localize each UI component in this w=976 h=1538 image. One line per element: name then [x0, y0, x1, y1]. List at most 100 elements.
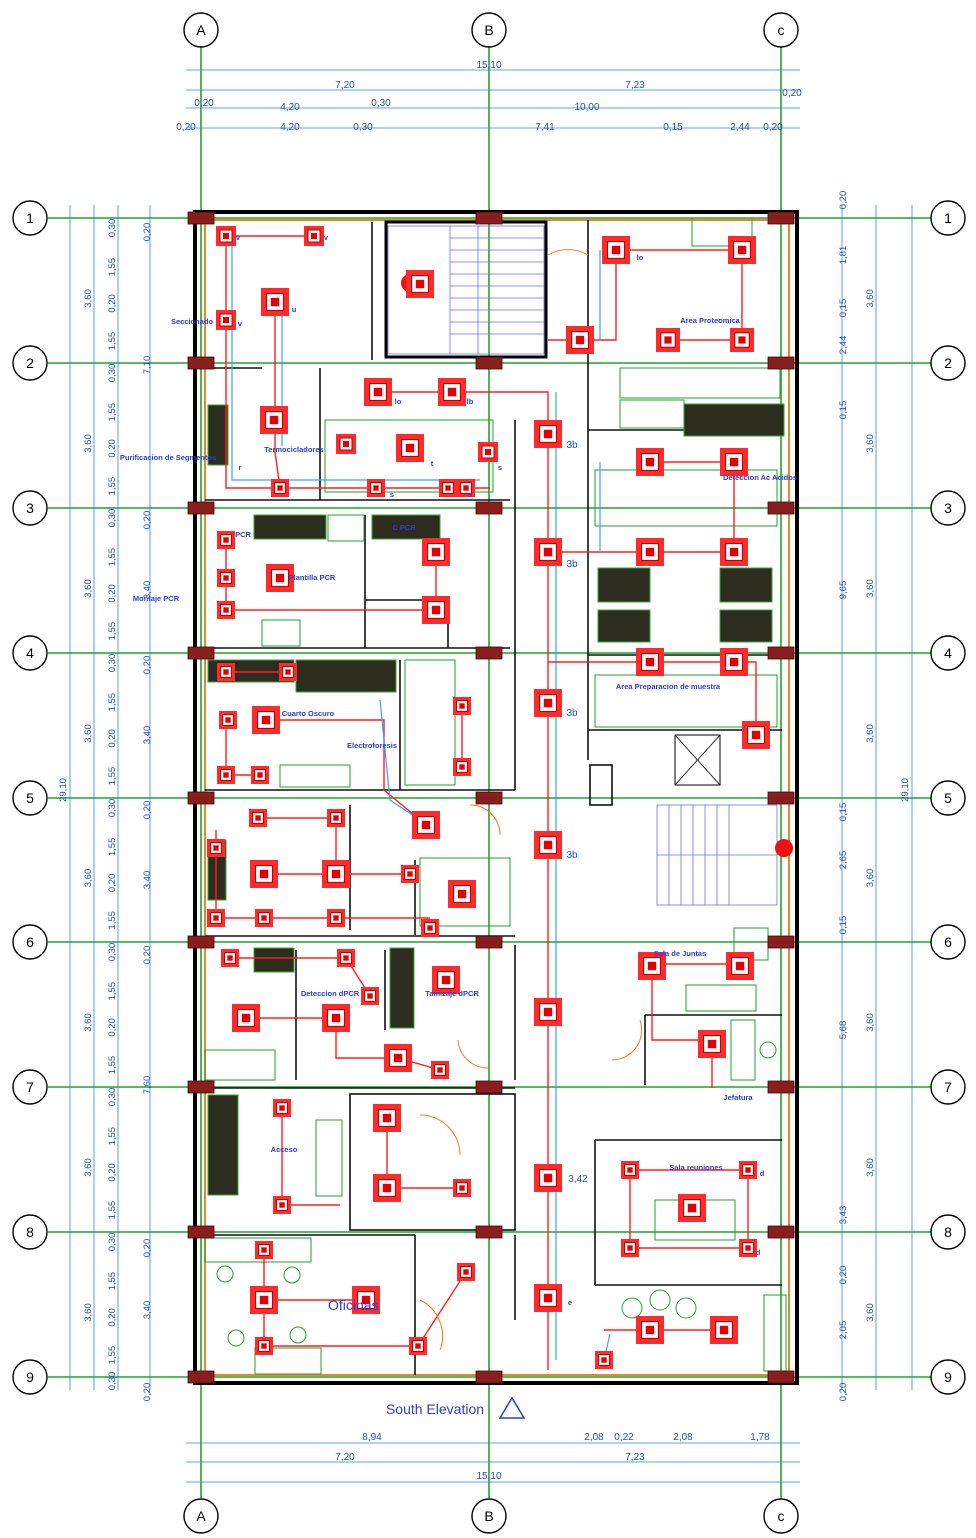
fixtures	[207, 226, 770, 1369]
dim-top-r3-2: 0,30	[371, 98, 391, 109]
dim-left-sub: 0,30	[107, 1372, 118, 1391]
grid-label-row-2-right: 2	[944, 355, 952, 371]
interior-walls	[205, 220, 782, 1375]
ceiling-outlet-icon	[361, 987, 379, 1005]
dim-left-sub: 0,20	[107, 729, 118, 748]
dim-right-bay: 3,60	[865, 434, 876, 453]
dim-left-sub: 0,30	[107, 509, 118, 528]
room-label-purificacion: Purificacion de Segmentos	[120, 453, 216, 462]
dim-right-inner: 0,20	[838, 1266, 849, 1285]
ceiling-outlet-icon	[364, 378, 392, 406]
dim-left-sub: 0,20	[107, 584, 118, 603]
ceiling-outlet-icon	[602, 236, 630, 264]
dim-left-bay: 3,60	[83, 579, 94, 598]
dim-left-sub: 0,30	[107, 219, 118, 238]
grid-label-row-5-left: 5	[26, 790, 34, 806]
ceiling-outlet-icon	[431, 1061, 449, 1079]
ceiling-outlet-icon	[457, 479, 475, 497]
grid-label-row-7-left: 7	[26, 1079, 34, 1095]
ceiling-outlet-icon	[266, 564, 294, 592]
dim-right-inner: 3,43	[838, 1206, 849, 1225]
ceiling-outlet-icon	[322, 860, 350, 888]
dim-top-r4-6: 0,20	[763, 122, 783, 133]
ceiling-outlet-icon	[260, 406, 288, 434]
ceiling-outlet-icon	[251, 766, 269, 784]
ceiling-outlet-icon	[698, 1030, 726, 1058]
ceiling-outlet-icon	[742, 721, 770, 749]
structural-column	[475, 356, 503, 370]
ceiling-outlet-icon	[217, 766, 235, 784]
ceiling-outlet-icon	[534, 831, 562, 859]
structural-column	[475, 211, 503, 225]
fixture-tag: lo	[395, 397, 402, 406]
dim-left-inner: 0,20	[142, 946, 153, 965]
ceiling-outlet-icon	[439, 479, 457, 497]
dim-left-sub: 1,55	[107, 548, 118, 567]
ceiling-outlet-icon	[636, 538, 664, 566]
dim-left-bay: 3,60	[83, 434, 94, 453]
fixture-tag: d	[756, 1248, 761, 1257]
dim-left-sub: 1,55	[107, 982, 118, 1001]
fixture-tags: v v v u lo lo lb t s s s r 3b 3b 3b 3b 3…	[236, 233, 765, 1307]
ceiling-outlet-icon	[384, 1044, 412, 1072]
dim-left-sub: 0,30	[107, 943, 118, 962]
dim-right-inner: 0,15	[838, 803, 849, 822]
grid-label-c-top: c	[778, 22, 785, 38]
ceiling-outlet-icon	[457, 1263, 475, 1281]
stair-north	[387, 225, 545, 355]
dim-left-inner: 7,10	[142, 356, 153, 375]
dim-top-r4-3: 7,41	[535, 122, 555, 133]
dim-left-bay: 3,60	[83, 1013, 94, 1032]
ceiling-outlet-icon	[421, 919, 439, 937]
structural-column	[187, 211, 215, 225]
dim-left-sub: 1,55	[107, 1127, 118, 1146]
ceiling-outlet-icon	[656, 328, 680, 352]
dim-left-bay: 3,60	[83, 1158, 94, 1177]
ceiling-outlet-icon	[255, 1337, 273, 1355]
grid-label-row-1-right: 1	[944, 210, 952, 226]
dim-bottom-r1-0: 8,94	[362, 1432, 382, 1443]
grid-label-c-bottom: c	[778, 1508, 785, 1524]
dim-left-sub: 1,55	[107, 1272, 118, 1291]
fixture-tag: v	[236, 233, 241, 242]
stair-south	[656, 804, 778, 906]
ceiling-outlet-icon	[337, 949, 355, 967]
structural-column	[475, 646, 503, 660]
grid-label-b-bottom: B	[484, 1508, 493, 1524]
grid-label-row-6-right: 6	[944, 934, 952, 950]
room-label-deteccion-dpcr: Deteccion dPCR	[301, 989, 360, 998]
dim-right-inner: 1,81	[838, 246, 849, 265]
ceiling-outlet-icon	[271, 479, 289, 497]
ceiling-outlet-icon	[401, 865, 419, 883]
grid-label-row-7-right: 7	[944, 1079, 952, 1095]
dim-left-bay: 3,60	[83, 724, 94, 743]
room-label-sala-juntas: Sala de Juntas	[654, 949, 707, 958]
grid-label-row-8-right: 8	[944, 1224, 952, 1240]
structural-column	[187, 646, 215, 660]
grid-label-row-9-left: 9	[26, 1369, 34, 1385]
dim-left-inner: 3,40	[142, 1301, 153, 1320]
ceiling-outlet-icon	[273, 1099, 291, 1117]
ceiling-outlet-icon	[352, 1286, 380, 1314]
dim-bottom-total: 15,10	[476, 1471, 501, 1482]
ceiling-outlet-icon	[739, 1239, 757, 1257]
room-label-pcr: PCR	[235, 530, 251, 539]
dim-left-sub: 0,30	[107, 1088, 118, 1107]
fixture-tag: 3b	[566, 440, 578, 451]
ceiling-outlet-icon	[232, 1004, 260, 1032]
grid-label-row-6-left: 6	[26, 934, 34, 950]
dim-left-sub: 1,55	[107, 332, 118, 351]
dim-left-sub: 1,55	[107, 403, 118, 422]
ceiling-outlet-icon	[726, 952, 754, 980]
structural-column	[187, 1225, 215, 1239]
dim-left-inner: 7,60	[142, 1076, 153, 1095]
fixture-tag: 3b	[566, 850, 578, 861]
structural-columns	[187, 211, 795, 1384]
ceiling-outlet-icon	[720, 538, 748, 566]
room-label-plantilla-pcr: Plantilla PCR	[289, 573, 336, 582]
elevation-marker-icon	[498, 1396, 526, 1419]
dim-right-inner: 9,65	[838, 581, 849, 600]
fixture-tag: 3b	[566, 559, 578, 570]
dim-left-inner: 0,20	[142, 1239, 153, 1258]
